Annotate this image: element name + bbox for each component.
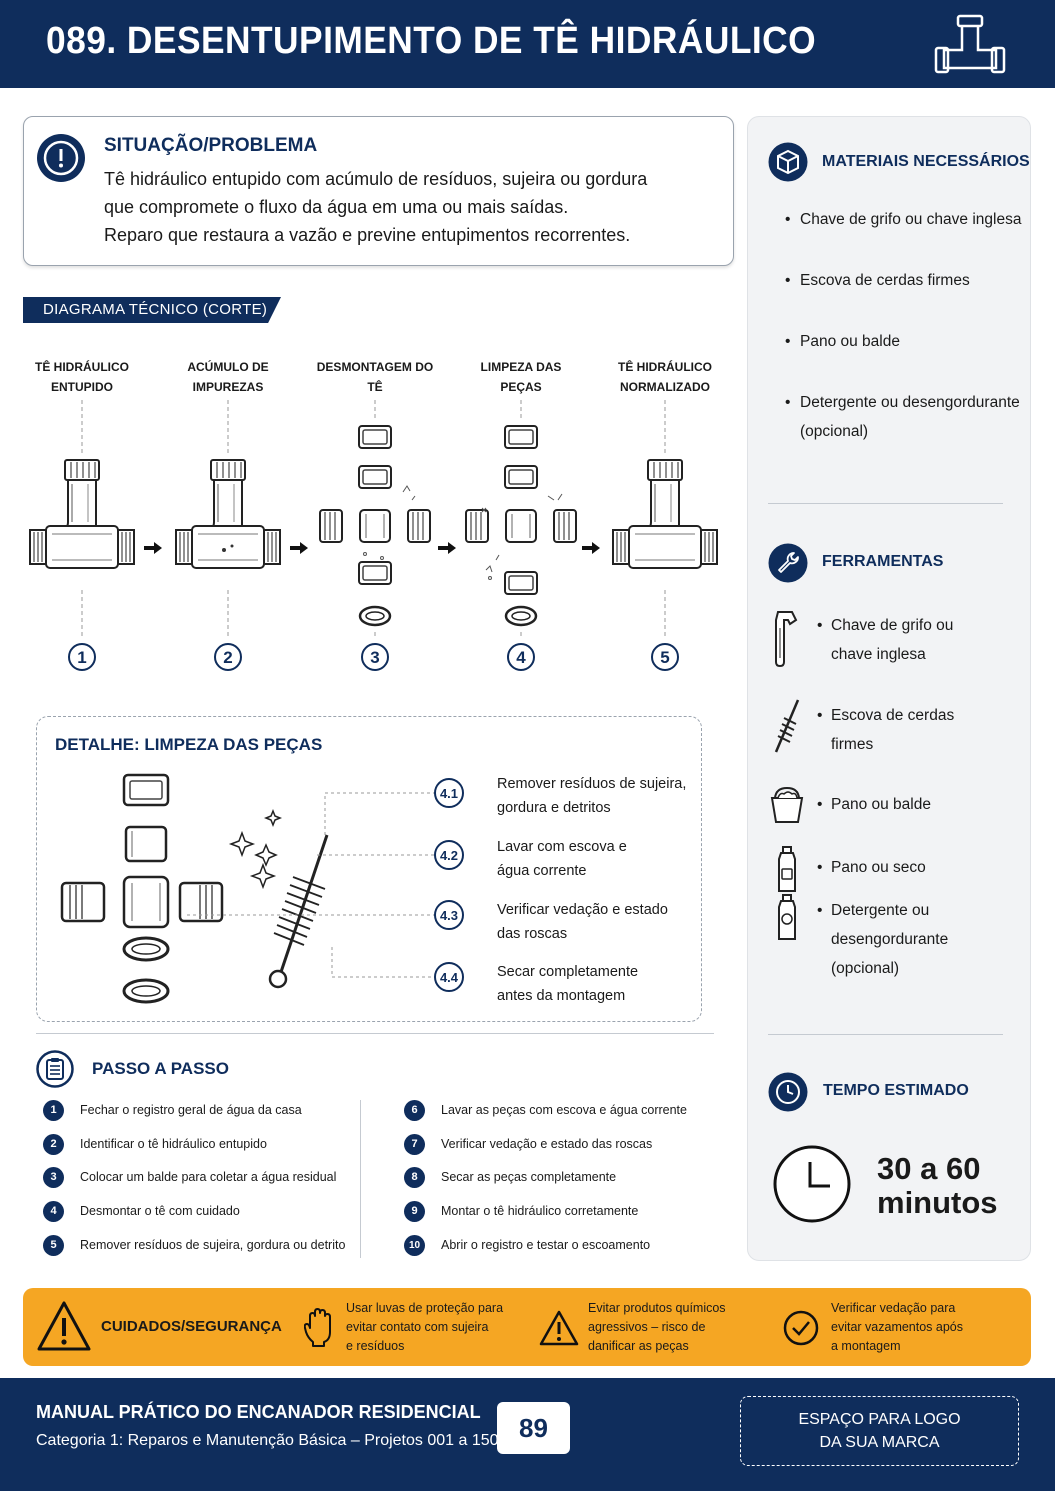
- situation-line: Tê hidráulico entupido com acúmulo de re…: [104, 169, 648, 189]
- material-item: •Detergente ou desengordurante(opcional): [785, 394, 1020, 440]
- situation-title: SITUAÇÃO/PROBLEMA: [104, 135, 318, 156]
- stage-number-2: 2: [223, 648, 232, 667]
- page-title: 089. DESENTUPIMENTO DE TÊ HIDRÁULICO: [46, 20, 817, 62]
- tee-impurities-illustration: [175, 459, 281, 569]
- tee-clogged-illustration: [29, 459, 135, 569]
- diagram-banner-label: DIAGRAMA TÉCNICO (CORTE): [43, 301, 268, 318]
- brush-illustration: [268, 834, 329, 989]
- large-clock-icon: [773, 1145, 851, 1223]
- pipe-tee-icon: [934, 14, 1006, 74]
- clipboard-icon: [36, 1050, 74, 1088]
- stage-number-5: 5: [660, 648, 669, 667]
- section-divider: [36, 1033, 714, 1034]
- spray-bottle-icon: [778, 846, 796, 892]
- detail-item-1: Remover resíduos de sujeira,gordura e de…: [497, 776, 687, 816]
- clock-icon: [768, 1072, 808, 1112]
- diagram-illustration: 1 2 3 4 5: [29, 400, 718, 671]
- materials-title: MATERIAIS NECESSÁRIOS: [822, 153, 1030, 170]
- page-header: 089. DESENTUPIMENTO DE TÊ HIDRÁULICO: [0, 0, 1055, 88]
- tools-title: FERRAMENTAS: [822, 553, 944, 570]
- steps-title: PASSO A PASSO: [92, 1059, 229, 1078]
- pipe-wrench-icon: [775, 611, 798, 668]
- alert-icon: [37, 134, 85, 182]
- material-item: •Pano ou balde: [785, 333, 900, 350]
- manual-title: MANUAL PRÁTICO DO ENCANADOR RESIDENCIAL: [36, 1402, 481, 1422]
- detail-number-4: 4.4: [440, 970, 459, 985]
- detail-box: DETALHE: LIMPEZA DAS PEÇAS: [36, 716, 702, 1022]
- detail-illustration: 4.1 4.2 4.3 4.4: [60, 773, 464, 1004]
- safety-title: CUIDADOS/SEGURANÇA: [101, 1318, 282, 1335]
- right-panel: [747, 116, 1031, 1261]
- time-title: TEMPO ESTIMADO: [823, 1082, 969, 1099]
- tee-cleaning-illustration: [465, 425, 577, 627]
- wrench-icon: [768, 543, 808, 583]
- glove-icon: [304, 1308, 331, 1347]
- page-footer: MANUAL PRÁTICO DO ENCANADOR RESIDENCIAL …: [0, 1378, 1055, 1491]
- stage-number-1: 1: [77, 648, 86, 667]
- stage-number-3: 3: [370, 648, 379, 667]
- situation-line: que compromete o fluxo da água em uma ou…: [104, 197, 569, 217]
- stage-number-4: 4: [516, 648, 526, 667]
- detail-number-3: 4.3: [440, 908, 458, 923]
- box-icon: [768, 142, 808, 182]
- diagram-banner: DIAGRAMA TÉCNICO (CORTE): [23, 297, 281, 323]
- bucket-icon: [770, 786, 804, 823]
- manual-category: Categoria 1: Reparos e Manutenção Básica…: [36, 1432, 499, 1449]
- warning-icon: [37, 1301, 91, 1351]
- detergent-bottle-icon: [778, 894, 796, 940]
- material-item: •Escova de cerdas firmes: [785, 272, 970, 289]
- detail-number-1: 4.1: [440, 786, 458, 801]
- tee-disassembled-illustration: [319, 425, 431, 627]
- tool-item: •Pano ou seco: [817, 859, 926, 876]
- material-item: •Chave de grifo ou chave inglesa: [785, 211, 1022, 228]
- detail-title: DETALHE: LIMPEZA DAS PEÇAS: [55, 735, 323, 754]
- tool-item: •Pano ou balde: [817, 796, 931, 813]
- safety-banner: CUIDADOS/SEGURANÇA Usar luvas de proteçã…: [23, 1288, 1031, 1366]
- detail-number-2: 4.2: [440, 848, 458, 863]
- steps-column-divider: [360, 1100, 361, 1258]
- panel-divider: [768, 503, 1003, 504]
- situation-box: SITUAÇÃO/PROBLEMA Tê hidráulico entupido…: [23, 116, 734, 266]
- tee-normalized-illustration: [612, 459, 718, 569]
- page-number: 89: [497, 1402, 570, 1454]
- warning-small-icon: [539, 1310, 579, 1346]
- situation-line: Reparo que restaura a vazão e previne en…: [104, 225, 631, 245]
- panel-divider: [768, 1034, 1003, 1035]
- check-circle-icon: [783, 1310, 819, 1346]
- brush-icon: [774, 699, 800, 753]
